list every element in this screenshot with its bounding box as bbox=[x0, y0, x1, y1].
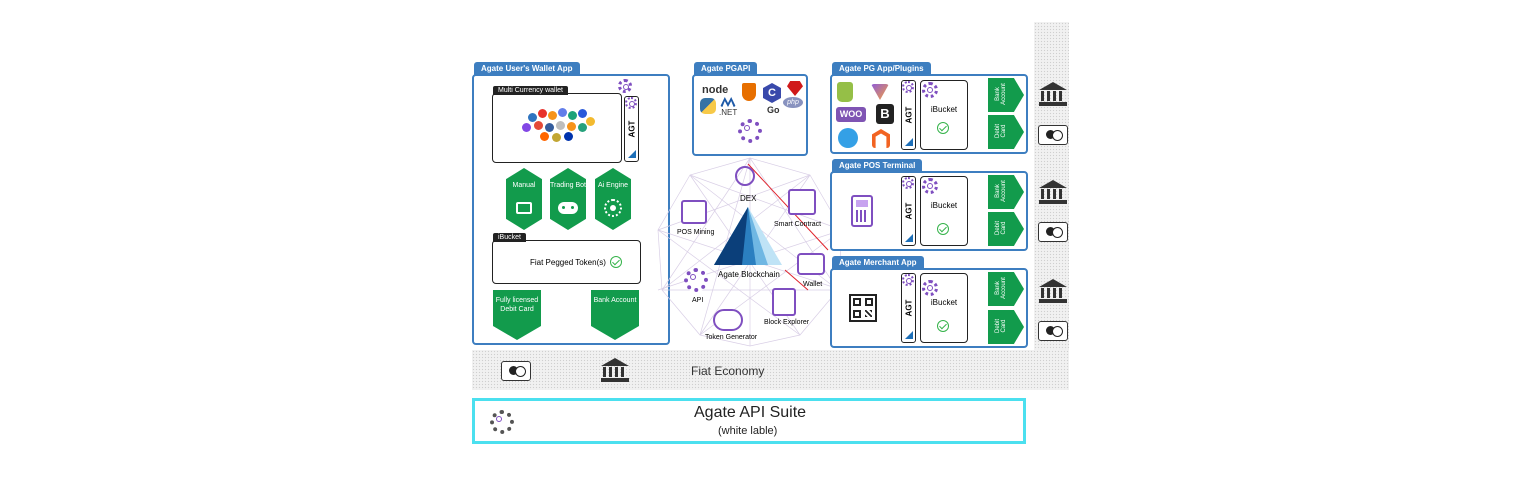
gear-api-icon bbox=[738, 119, 762, 143]
api-suite-bar bbox=[472, 398, 1026, 444]
token-generator-label: Token Generator bbox=[705, 334, 758, 341]
gear-api-icon bbox=[922, 82, 938, 98]
wallet-agt-badge: AGT bbox=[624, 96, 639, 162]
agt-gear-icon bbox=[902, 177, 914, 189]
ai-network-icon bbox=[604, 199, 622, 217]
check-icon bbox=[937, 122, 949, 134]
robot-icon bbox=[558, 202, 578, 214]
dex-label: DEX bbox=[740, 194, 757, 203]
smart-contract-icon bbox=[788, 189, 816, 215]
pos-terminal-icon bbox=[851, 195, 873, 227]
merchant-app-title: Agate Merchant App bbox=[832, 256, 924, 269]
agt-gear-icon bbox=[902, 81, 914, 93]
block-explorer-label: Block Explorer bbox=[764, 319, 810, 326]
pg-ibucket-box: iBucket bbox=[920, 80, 968, 150]
card-icon bbox=[1038, 321, 1068, 341]
python-logo bbox=[700, 98, 716, 114]
pg-agt-badge: AGT bbox=[901, 80, 916, 150]
api-label: API bbox=[692, 297, 704, 304]
go-logo: Go bbox=[767, 105, 780, 115]
card-icon bbox=[1038, 222, 1068, 242]
check-icon bbox=[937, 223, 949, 235]
api-suite-subtitle: (white lable) bbox=[718, 425, 778, 437]
pos-ibucket-label: iBucket bbox=[930, 201, 958, 210]
api-icon bbox=[684, 268, 708, 292]
woocommerce-logo: WOO bbox=[836, 107, 866, 122]
wallet-app-title: Agate User's Wallet App bbox=[474, 62, 580, 75]
php-logo: php bbox=[783, 97, 803, 108]
opencart-logo bbox=[838, 128, 858, 148]
api-suite-title: Agate API Suite bbox=[694, 404, 807, 421]
c-logo: C bbox=[763, 83, 781, 103]
multi-currency-label: Multi Currency wallet bbox=[493, 86, 568, 95]
agate-blockchain-label: Agate Blockchain bbox=[718, 270, 780, 279]
wallet-label: Wallet bbox=[803, 281, 823, 288]
pgapi-title: Agate PGAPI bbox=[694, 62, 758, 75]
merchant-ibucket-label: iBucket bbox=[930, 298, 958, 307]
bank-icon bbox=[601, 358, 629, 382]
gear-api-icon bbox=[922, 280, 938, 296]
bank-icon bbox=[1039, 279, 1067, 303]
ibucket-label: iBucket bbox=[493, 233, 526, 242]
pos-mining-label: POS Mining bbox=[677, 229, 715, 236]
bank-icon bbox=[1039, 180, 1067, 204]
dex-icon bbox=[735, 166, 755, 186]
gear-api-icon bbox=[922, 178, 938, 194]
mode-trading-bot[interactable]: Trading Bot bbox=[550, 168, 586, 230]
agt-gear-icon bbox=[625, 97, 637, 109]
check-icon bbox=[937, 320, 949, 332]
dotnet-logo: .NET bbox=[719, 108, 738, 117]
mode-manual[interactable]: Manual bbox=[506, 168, 542, 230]
fiat-economy-strip bbox=[472, 350, 1069, 390]
gear-api-icon bbox=[490, 410, 514, 434]
gear-api-icon bbox=[618, 79, 632, 93]
merchant-agt-badge: AGT bbox=[901, 273, 916, 343]
fiat-pegged-label: Fiat Pegged Token(s) bbox=[530, 258, 606, 267]
fiat-economy-label: Fiat Economy bbox=[691, 364, 765, 378]
pg-ibucket-label: iBucket bbox=[930, 105, 958, 114]
pos-agt-badge: AGT bbox=[901, 176, 916, 246]
block-explorer-icon bbox=[772, 288, 796, 316]
agate-blockchain-logo bbox=[714, 207, 782, 265]
node-logo: node bbox=[702, 84, 729, 96]
card-icon bbox=[501, 361, 531, 381]
pg-plugins-title: Agate PG App/Plugins bbox=[832, 62, 931, 75]
loop-icon bbox=[516, 202, 532, 214]
bank-icon bbox=[1039, 82, 1067, 106]
smart-contract-label: Smart Contract bbox=[774, 221, 822, 228]
check-icon bbox=[610, 256, 622, 268]
agt-gear-icon bbox=[902, 274, 914, 286]
mode-ai-engine[interactable]: Ai Engine bbox=[595, 168, 631, 230]
qr-code-icon bbox=[849, 294, 877, 322]
bigcommerce-logo: B bbox=[876, 104, 894, 124]
token-generator-icon bbox=[713, 309, 743, 331]
crypto-coins-icon bbox=[520, 107, 600, 143]
shopify-logo bbox=[837, 82, 853, 102]
wallet-icon bbox=[797, 253, 825, 275]
java-logo bbox=[742, 83, 756, 101]
pos-terminal-title: Agate POS Terminal bbox=[832, 159, 923, 172]
card-icon bbox=[1038, 125, 1068, 145]
pos-mining-icon bbox=[681, 200, 707, 224]
